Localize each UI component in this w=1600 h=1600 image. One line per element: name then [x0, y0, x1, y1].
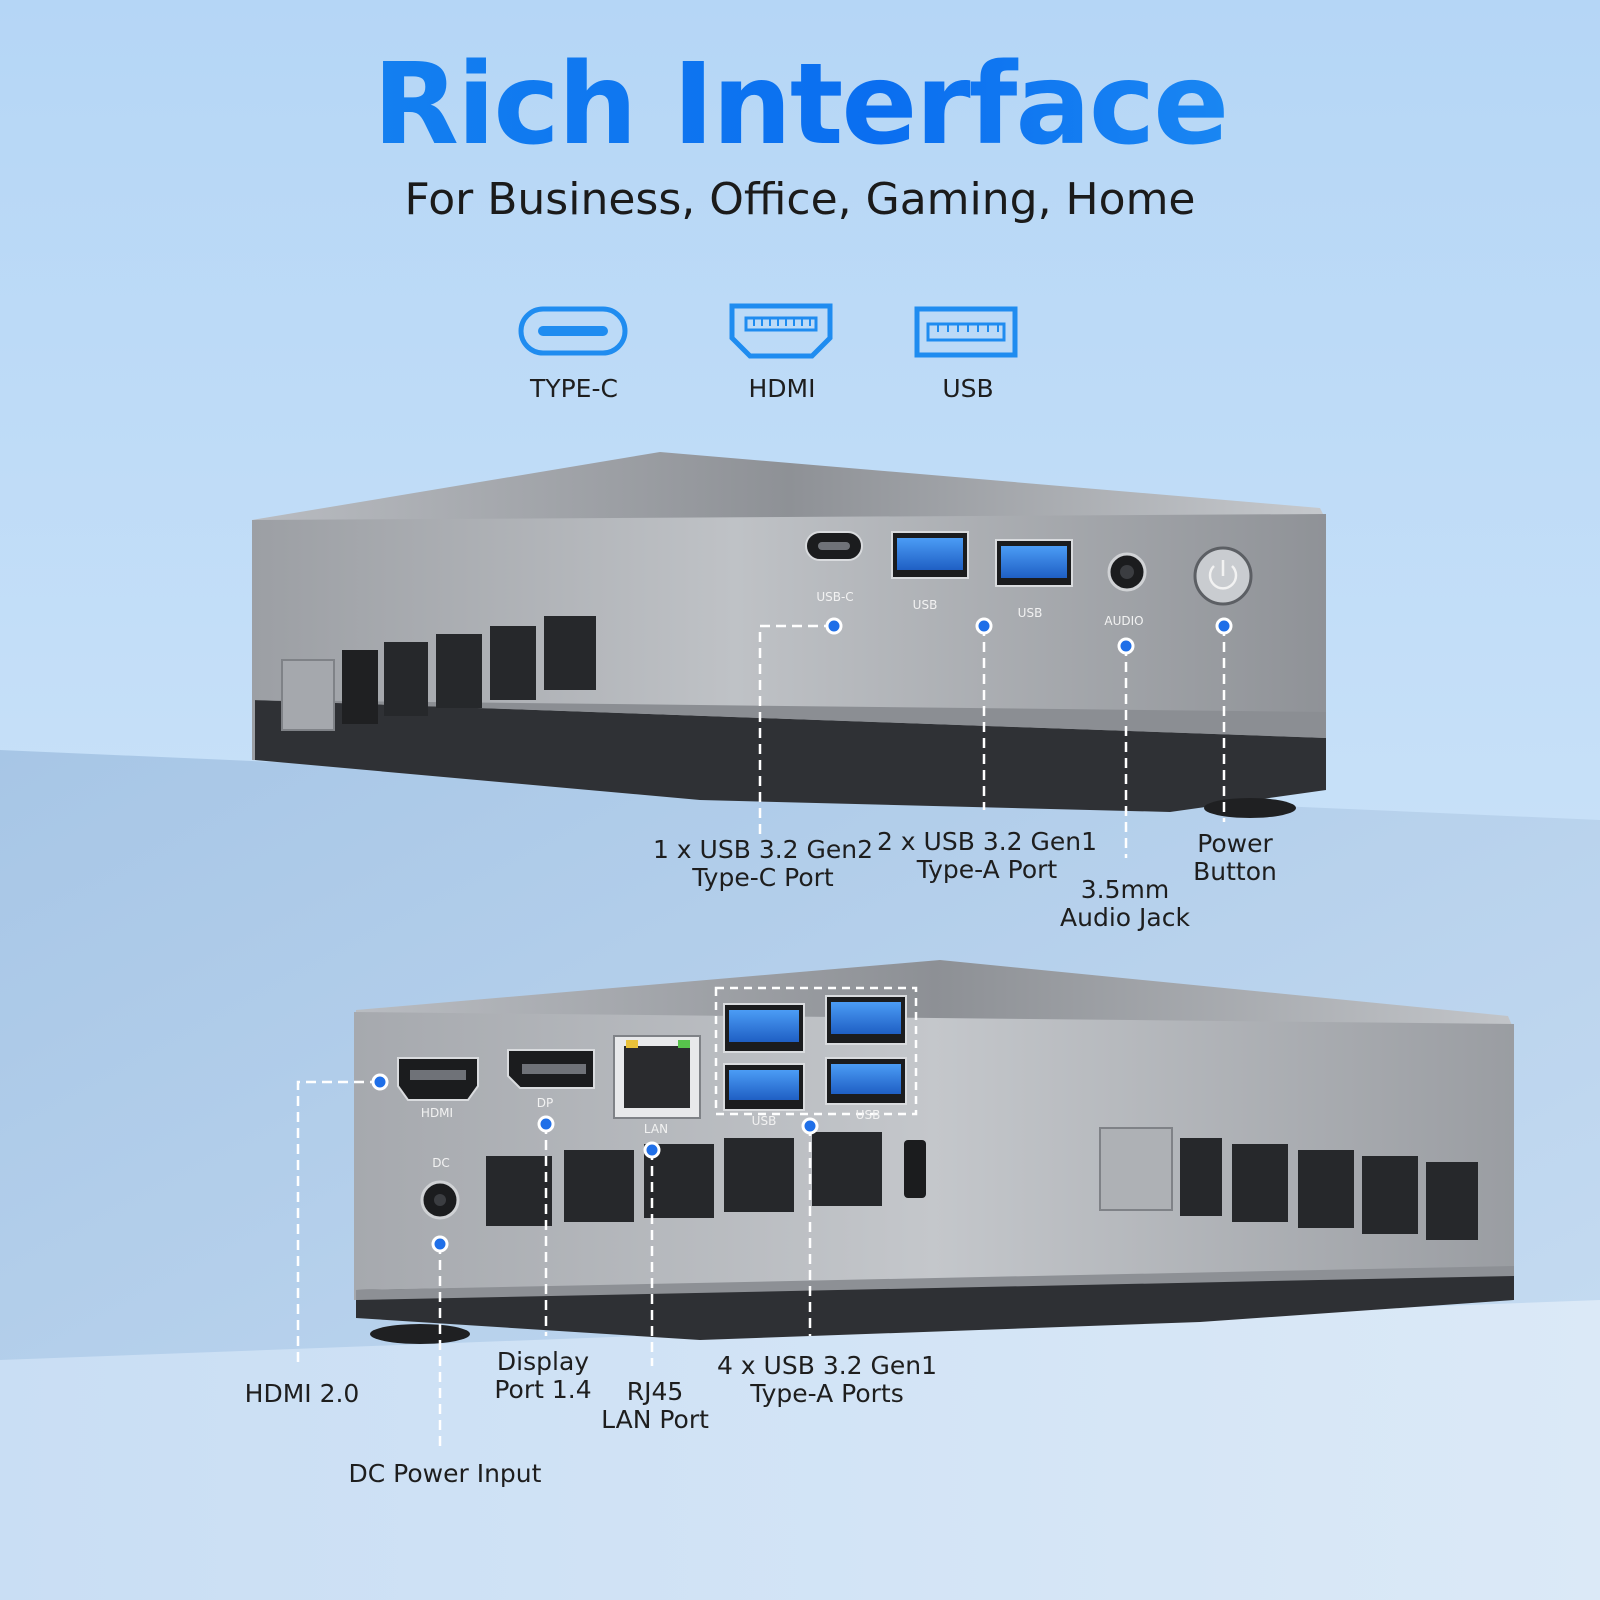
usb-icon [914, 306, 1018, 358]
callout-usb-a-front: 2 x USB 3.2 Gen1 Type-A Port [876, 827, 1098, 884]
callout-power-button: Power Button [1193, 829, 1277, 886]
callout-dc-power: DC Power Input [348, 1459, 542, 1488]
callout-rj45-lan: RJ45 LAN Port [601, 1377, 709, 1434]
page-subtitle: For Business, Office, Gaming, Home [404, 174, 1196, 225]
usb-label: USB [942, 374, 994, 403]
rear-usb-group-frame [714, 986, 918, 1116]
rear-tag-dc: DC [432, 1156, 450, 1170]
front-tag-usb-c: USB-C [816, 590, 854, 604]
callout-displayport: Display Port 1.4 [494, 1347, 592, 1404]
hdmi-icon [729, 303, 833, 359]
callout-usb-c: 1 x USB 3.2 Gen2 Type-C Port [652, 835, 874, 892]
rear-top-face [356, 960, 1514, 1030]
rear-tag-dp: DP [536, 1096, 554, 1110]
rear-tag-usb-1: USB [751, 1114, 777, 1128]
front-base [255, 700, 1326, 812]
callout-hdmi: HDMI 2.0 [244, 1379, 360, 1408]
page-title: Rich Interface [0, 40, 1600, 170]
hdmi-label: HDMI [748, 374, 816, 403]
rear-tag-hdmi: HDMI [420, 1106, 454, 1120]
callout-usb-a-rear: 4 x USB 3.2 Gen1 Type-A Ports [716, 1351, 938, 1408]
front-top-face [252, 452, 1326, 530]
rear-tag-lan: LAN [643, 1122, 669, 1136]
callout-audio-jack: 3.5mm Audio Jack [1060, 875, 1190, 932]
type-c-label: TYPE-C [530, 374, 618, 403]
front-tag-usb-1: USB [912, 598, 938, 612]
front-tag-audio: AUDIO [1104, 614, 1144, 628]
front-tag-usb-2: USB [1017, 606, 1043, 620]
type-c-icon [518, 306, 628, 356]
rear-tag-usb-2: USB [855, 1108, 881, 1122]
